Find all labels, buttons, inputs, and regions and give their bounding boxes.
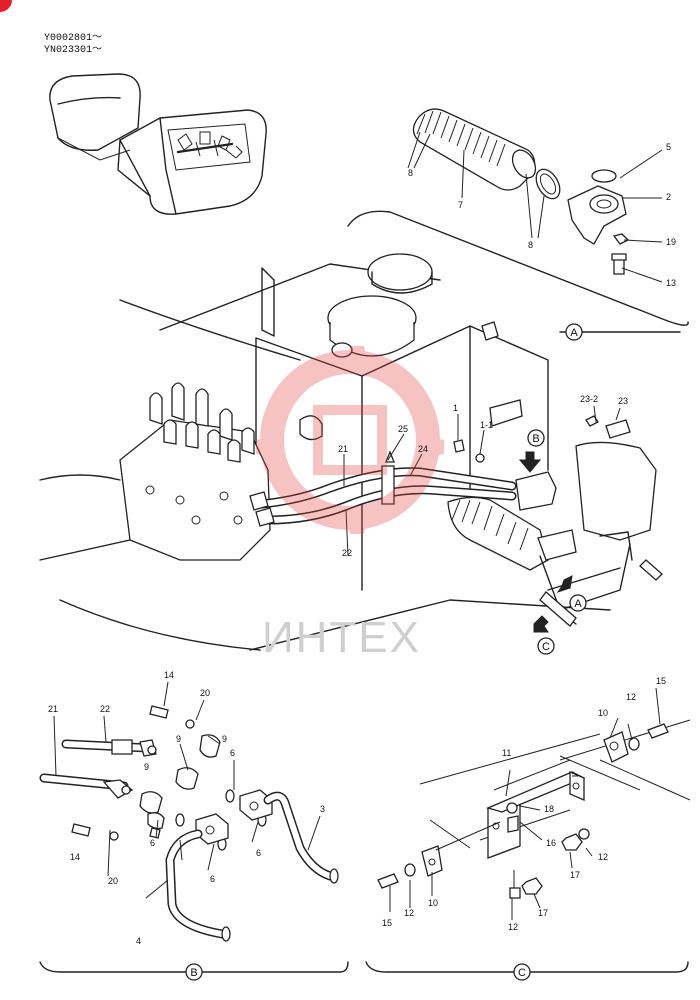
main-assembly-view <box>39 253 663 655</box>
callout: 9 <box>176 734 181 744</box>
callouts-top-view: 8 7 8 5 2 19 13 <box>408 142 676 288</box>
view-markers: A B A C B C <box>190 327 582 979</box>
callout: 22 <box>100 704 110 714</box>
callout: 12 <box>404 908 414 918</box>
machine-overview-sketch <box>49 73 267 215</box>
callout: 12 <box>598 852 608 862</box>
serial-code-1: Y0002801～ <box>44 33 102 44</box>
detail-view-b <box>39 681 349 981</box>
callout: 20 <box>108 876 118 886</box>
marker-a-top: A <box>570 327 578 339</box>
callout: 6 <box>256 848 261 858</box>
callout: 10 <box>598 708 608 718</box>
callout: 19 <box>666 237 676 247</box>
callout: 16 <box>546 838 556 848</box>
callouts-detail-b: 14 20 22 9 9 21 9 6 3 14 6 20 6 6 4 <box>48 670 325 946</box>
callout: 4 <box>136 936 141 946</box>
watermark-text: ИНТЕХ <box>262 613 421 662</box>
callout: 13 <box>666 278 676 288</box>
callout: 22 <box>342 548 352 558</box>
marker-c-detail: C <box>518 967 526 979</box>
marker-a-main: A <box>574 598 582 610</box>
callout: 21 <box>338 444 348 454</box>
callout: 21 <box>48 704 58 714</box>
serial-code-2: YN023301～ <box>44 45 102 56</box>
callout: 17 <box>570 870 580 880</box>
callout: 23 <box>618 396 628 406</box>
marker-b-detail: B <box>190 967 197 979</box>
callout: 1-1 <box>480 420 493 430</box>
callout: 8 <box>408 168 413 178</box>
callout: 6 <box>150 838 155 848</box>
callout: 10 <box>428 898 438 908</box>
callout: 17 <box>538 908 548 918</box>
callout: 24 <box>418 444 428 454</box>
callout: 14 <box>164 670 174 680</box>
callouts-main-view: 1 1-1 25 24 21 22 23-2 23 <box>338 394 628 558</box>
detail-view-c <box>365 687 691 981</box>
callout: 11 <box>502 748 511 758</box>
callout: 3 <box>320 804 325 814</box>
callout: 18 <box>544 804 554 814</box>
callout: 12 <box>508 922 518 932</box>
callout: 9 <box>222 734 227 744</box>
callouts-detail-c: 15 10 12 11 18 16 12 17 15 12 10 12 17 <box>382 676 666 932</box>
callout: 7 <box>458 200 463 210</box>
callout: 8 <box>528 240 533 250</box>
marker-b-main: B <box>532 433 539 445</box>
callout: 12 <box>626 692 636 702</box>
callout: 1 <box>453 403 458 413</box>
callout: 20 <box>200 688 210 698</box>
callout: 15 <box>656 676 666 686</box>
callout: 14 <box>70 852 80 862</box>
corner-mark <box>0 0 12 12</box>
watermark <box>256 346 444 534</box>
callout: 25 <box>398 424 408 434</box>
callout: 23-2 <box>580 394 598 404</box>
callout: 6 <box>210 874 215 884</box>
callout: 2 <box>666 192 671 202</box>
top-detail-view-a <box>347 108 689 341</box>
marker-c-main: C <box>542 641 550 653</box>
callout: 15 <box>382 918 392 928</box>
callout: 5 <box>666 142 671 152</box>
callout: 9 <box>144 762 149 772</box>
callout: 6 <box>230 748 235 758</box>
